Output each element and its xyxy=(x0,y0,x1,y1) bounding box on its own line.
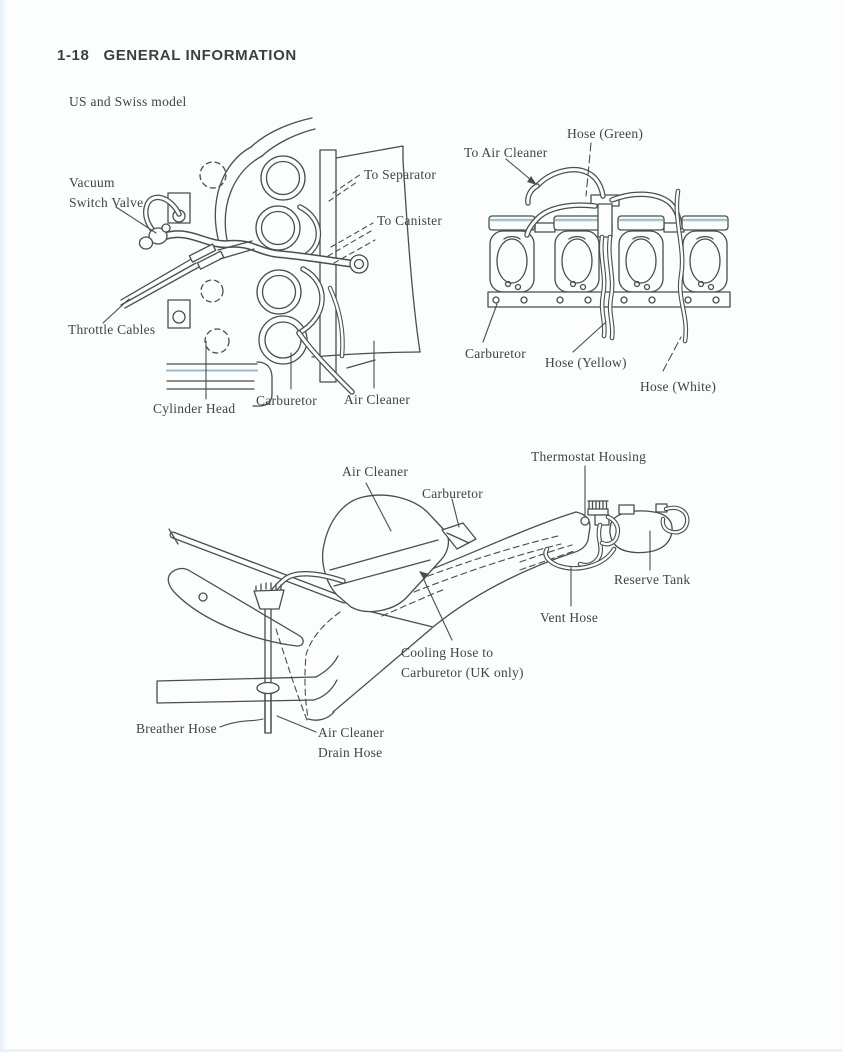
carb-front-diagram xyxy=(482,142,731,372)
page-title: GENERAL INFORMATION xyxy=(103,47,297,64)
carburetor-row xyxy=(488,215,729,293)
label-cylinder-head: Cylinder Head xyxy=(153,401,236,416)
label-reserve-tank: Reserve Tank xyxy=(614,572,691,587)
side-panel xyxy=(307,627,433,721)
yellow-hoses xyxy=(599,234,615,341)
vent-hoses xyxy=(143,117,355,395)
model-note: US and Swiss model xyxy=(69,94,187,109)
to-air-cleaner-arrow xyxy=(505,158,537,185)
carburetor-body xyxy=(441,522,477,550)
label-cooling-hose: Cooling Hose to Carburetor (UK only) xyxy=(401,645,524,680)
section-number: 1-18 xyxy=(57,47,90,64)
hidden-bolt-circles xyxy=(199,161,230,354)
label-air-cleaner-drain-hose: Air Cleaner Drain Hose xyxy=(318,725,385,760)
scan-edge-bottom xyxy=(0,1049,842,1052)
label-to-separator: To Separator xyxy=(364,167,437,182)
hose-bracket xyxy=(167,192,191,329)
leader-lines xyxy=(219,465,651,733)
reserve-tank xyxy=(609,503,690,554)
cooling-breather-diagram xyxy=(156,465,690,734)
label-carburetor-side: Carburetor xyxy=(256,393,317,408)
throttle-cables xyxy=(120,240,255,309)
label-vacuum-switch-valve: Vacuum Switch Valve xyxy=(69,175,144,210)
label-carburetor-front: Carburetor xyxy=(465,346,526,361)
air-cleaner-housing xyxy=(311,145,421,383)
label-air-cleaner-bottom: Air Cleaner xyxy=(342,464,409,479)
label-air-cleaner-side: Air Cleaner xyxy=(344,392,411,407)
leader-lines xyxy=(482,142,682,372)
thermostat-housing xyxy=(580,500,610,526)
label-breather-hose: Breather Hose xyxy=(136,721,217,736)
frame-tubes xyxy=(156,528,348,704)
cylinder-head xyxy=(166,361,273,407)
leader-lines xyxy=(102,173,376,400)
scan-edge-left xyxy=(0,0,6,1052)
label-vent-hose: Vent Hose xyxy=(540,610,599,625)
label-hose-green: Hose (Green) xyxy=(567,126,644,141)
label-thermostat-housing: Thermostat Housing xyxy=(531,449,647,464)
carb-side-diagram xyxy=(102,117,421,407)
white-hose xyxy=(674,188,689,344)
canister-hose xyxy=(156,230,369,274)
breather-assembly xyxy=(253,571,346,734)
label-carburetor-bottom: Carburetor xyxy=(422,486,483,501)
label-to-canister: To Canister xyxy=(377,213,443,228)
label-throttle-cables: Throttle Cables xyxy=(68,322,156,337)
label-hose-white: Hose (White) xyxy=(640,379,717,394)
label-hose-yellow: Hose (Yellow) xyxy=(545,355,627,370)
page-header: 1-18 GENERAL INFORMATION xyxy=(57,47,297,64)
vacuum-switch-valve xyxy=(138,223,171,250)
cooling-hoses xyxy=(543,514,621,571)
carburetor-bores xyxy=(255,155,308,365)
label-to-air-cleaner: To Air Cleaner xyxy=(464,145,548,160)
air-cleaner-body xyxy=(321,494,450,613)
